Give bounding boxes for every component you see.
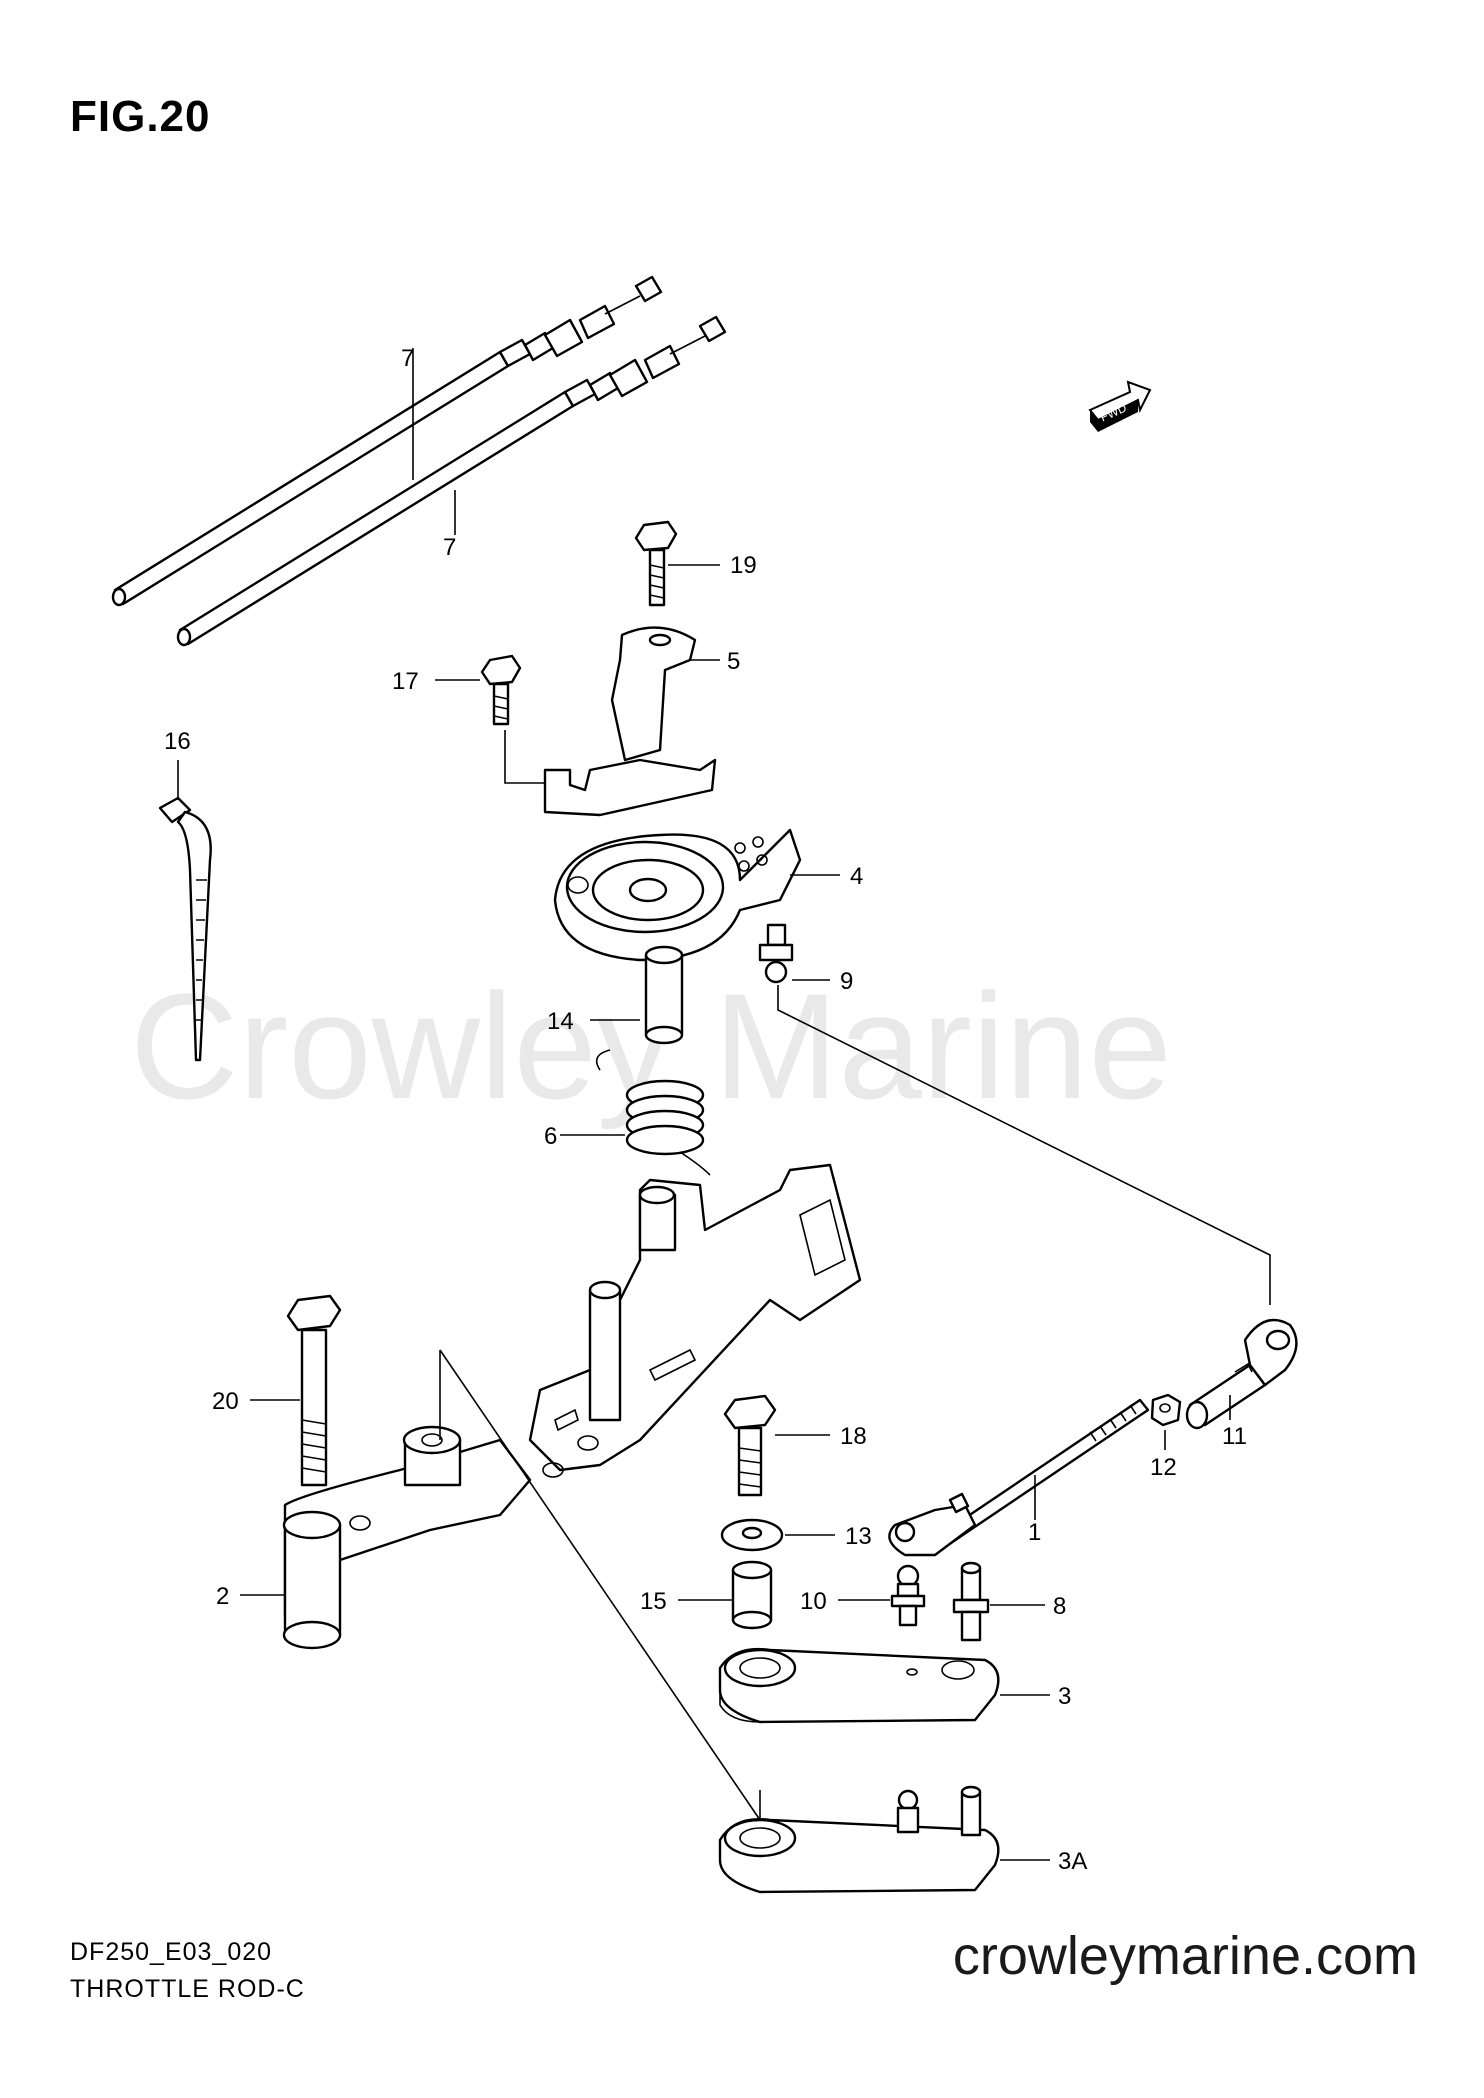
callout-7-upper: 7 (401, 345, 414, 372)
leader-lines (177, 348, 1271, 1861)
bolt-18[interactable] (723, 1394, 777, 1497)
callout-17: 17 (392, 668, 419, 695)
ball-stud-11[interactable] (758, 923, 794, 984)
main-bracket (528, 1163, 862, 1478)
callout-1: 1 (1028, 1519, 1041, 1546)
callouts: 7 7 19 5 17 16 4 9 14 6 20 2 18 13 15 10… (164, 345, 1247, 1875)
ball-stud-10[interactable] (890, 1564, 926, 1627)
lever-3a[interactable] (718, 1785, 1000, 1894)
bolt-19[interactable] (634, 520, 678, 607)
rod-end-8[interactable] (1185, 1318, 1298, 1430)
callout-15: 15 (640, 1588, 667, 1615)
washer-13[interactable] (720, 1518, 784, 1552)
bracket-5[interactable] (610, 626, 697, 762)
cable-7-lower[interactable] (176, 315, 727, 647)
callout-8: 11 (1222, 1423, 1247, 1450)
lever-3[interactable] (718, 1647, 1000, 1724)
collar-14[interactable] (644, 945, 684, 1045)
callout-16: 16 (164, 728, 191, 755)
fwd-arrow-icon: FWD (1088, 380, 1152, 432)
pin-9[interactable] (952, 1561, 990, 1642)
diagram-code: DF250_E03_020 (70, 1938, 273, 1966)
bolt-20[interactable] (286, 1294, 342, 1487)
callout-9: 8 (1053, 1593, 1066, 1620)
callout-13: 13 (845, 1523, 872, 1550)
figure-title: FIG.20 (70, 92, 211, 141)
callout-4: 4 (850, 863, 863, 890)
pulley-4[interactable] (553, 828, 802, 962)
throttle-rod-1[interactable] (888, 1398, 1150, 1557)
callout-12: 12 (1150, 1454, 1177, 1481)
callout-10: 10 (800, 1588, 827, 1615)
website-link[interactable]: crowleymarine.com (952, 1926, 1418, 1986)
callout-7-lower: 7 (443, 534, 456, 561)
cable-tie-16[interactable] (158, 796, 212, 1062)
callout-19: 19 (730, 552, 757, 579)
cable-7-upper[interactable] (111, 275, 663, 607)
callout-11: 9 (840, 968, 853, 995)
lever-arm-2[interactable] (282, 1425, 532, 1650)
callout-18: 18 (840, 1423, 867, 1450)
nut-12[interactable] (1150, 1393, 1182, 1427)
callout-20: 20 (212, 1388, 239, 1415)
callout-5: 5 (727, 648, 740, 675)
collar-15[interactable] (731, 1560, 773, 1630)
callout-14: 14 (547, 1008, 574, 1035)
bolt-17[interactable] (480, 654, 522, 726)
clip-plate (543, 758, 717, 817)
callout-3: 3 (1058, 1683, 1071, 1710)
callout-3a: 3A (1058, 1848, 1087, 1875)
callout-6: 6 (544, 1123, 557, 1150)
callout-2: 2 (216, 1583, 229, 1610)
diagram-subtitle: THROTTLE ROD-C (70, 1975, 305, 2003)
spring-6[interactable] (595, 1049, 711, 1176)
